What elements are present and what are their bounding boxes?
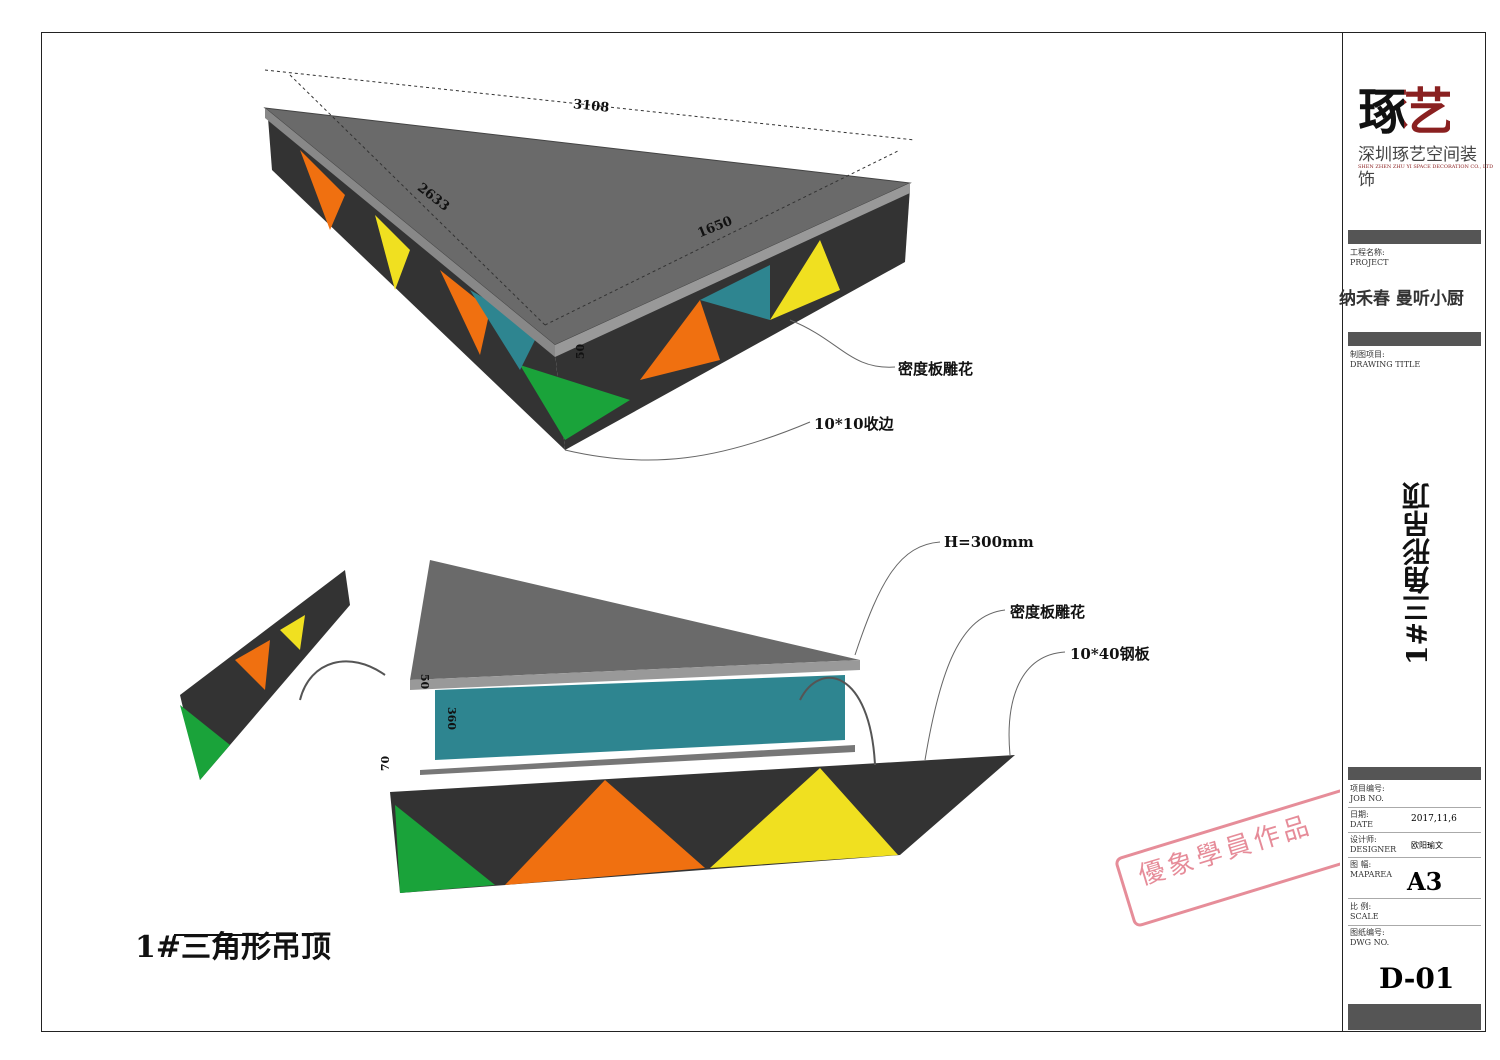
annotation-mdf-carving-2: 密度板雕花 (1010, 603, 1086, 621)
date-label-cn: 日期: (1350, 810, 1369, 819)
base-plate (420, 745, 855, 775)
annotation-edge-trim: 10*10收边 (814, 415, 894, 433)
dim-70: 70 (379, 755, 393, 772)
annotation-steel-plate: 10*40钢板 (1070, 645, 1150, 663)
teal-panel (435, 675, 845, 760)
divider-bar (1348, 332, 1481, 346)
designer-label-en: DESIGNER (1350, 845, 1397, 854)
company-name-cn: 深圳琢艺空间装饰 (1358, 145, 1477, 190)
job-label-en: JOB NO. (1350, 794, 1384, 803)
project-label-en: PROJECT (1350, 258, 1389, 267)
drawing-title-label-en: DRAWING TITLE (1350, 360, 1421, 369)
dim-360: 360 (444, 707, 458, 730)
scale-label-cn: 比 例: (1350, 902, 1372, 911)
maparea-value: A3 (1407, 867, 1443, 896)
annotation-height: H=300mm (944, 533, 1034, 551)
project-label-cn: 工程名称: (1350, 248, 1385, 257)
dwg-label-cn: 图纸编号: (1350, 928, 1385, 937)
exploded-view (174, 541, 1066, 936)
slab-edge (555, 183, 910, 357)
main-title: 1#三角形吊顶 (135, 930, 332, 965)
company-name-en: SHEN ZHEN ZHU YI SPACE DECORATION CO., L… (1358, 164, 1494, 170)
scale-label-en: SCALE (1350, 912, 1379, 921)
designer-label-cn: 设计师: (1350, 835, 1377, 844)
ceiling-drawings (174, 69, 1340, 936)
top-isometric-view (263, 69, 916, 461)
dwg-label-en: DWG NO. (1350, 938, 1390, 947)
divider-bar (1348, 230, 1481, 244)
title-block: 琢艺 深圳琢艺空间装饰 SHEN ZHEN ZHU YI SPACE DECOR… (1339, 32, 1493, 1032)
maparea-label-en: MAPAREA (1350, 870, 1393, 879)
designer-value: 欧阳瑜文 (1411, 841, 1443, 850)
drawing-title-label-cn: 制图项目: (1350, 350, 1385, 359)
watermark-stamp (1115, 780, 1340, 927)
dwg-number: D-01 (1379, 962, 1455, 995)
drawing-title: 1#三角形吊顶 (1401, 482, 1434, 665)
exploded-top-slab (410, 560, 860, 680)
annotation-mdf-carving: 密度板雕花 (898, 360, 974, 378)
dim-50: 50 (418, 673, 432, 690)
divider-bar (1348, 767, 1481, 780)
company-logo: 琢艺 (1358, 72, 1454, 144)
project-name: 纳禾春 曼听小厨 (1339, 289, 1464, 309)
carved-strip (390, 755, 1015, 893)
date-label-en: DATE (1350, 820, 1373, 829)
divider-bar (1348, 1004, 1481, 1030)
maparea-label-cn: 图 幅: (1350, 860, 1372, 869)
sheet-border (41, 32, 1486, 1032)
dim-50-top: 50 (574, 343, 588, 360)
job-label-cn: 项目编号: (1350, 784, 1385, 793)
logo-text: 琢艺 (1358, 82, 1454, 141)
date-value: 2017,11,6 (1411, 814, 1457, 824)
